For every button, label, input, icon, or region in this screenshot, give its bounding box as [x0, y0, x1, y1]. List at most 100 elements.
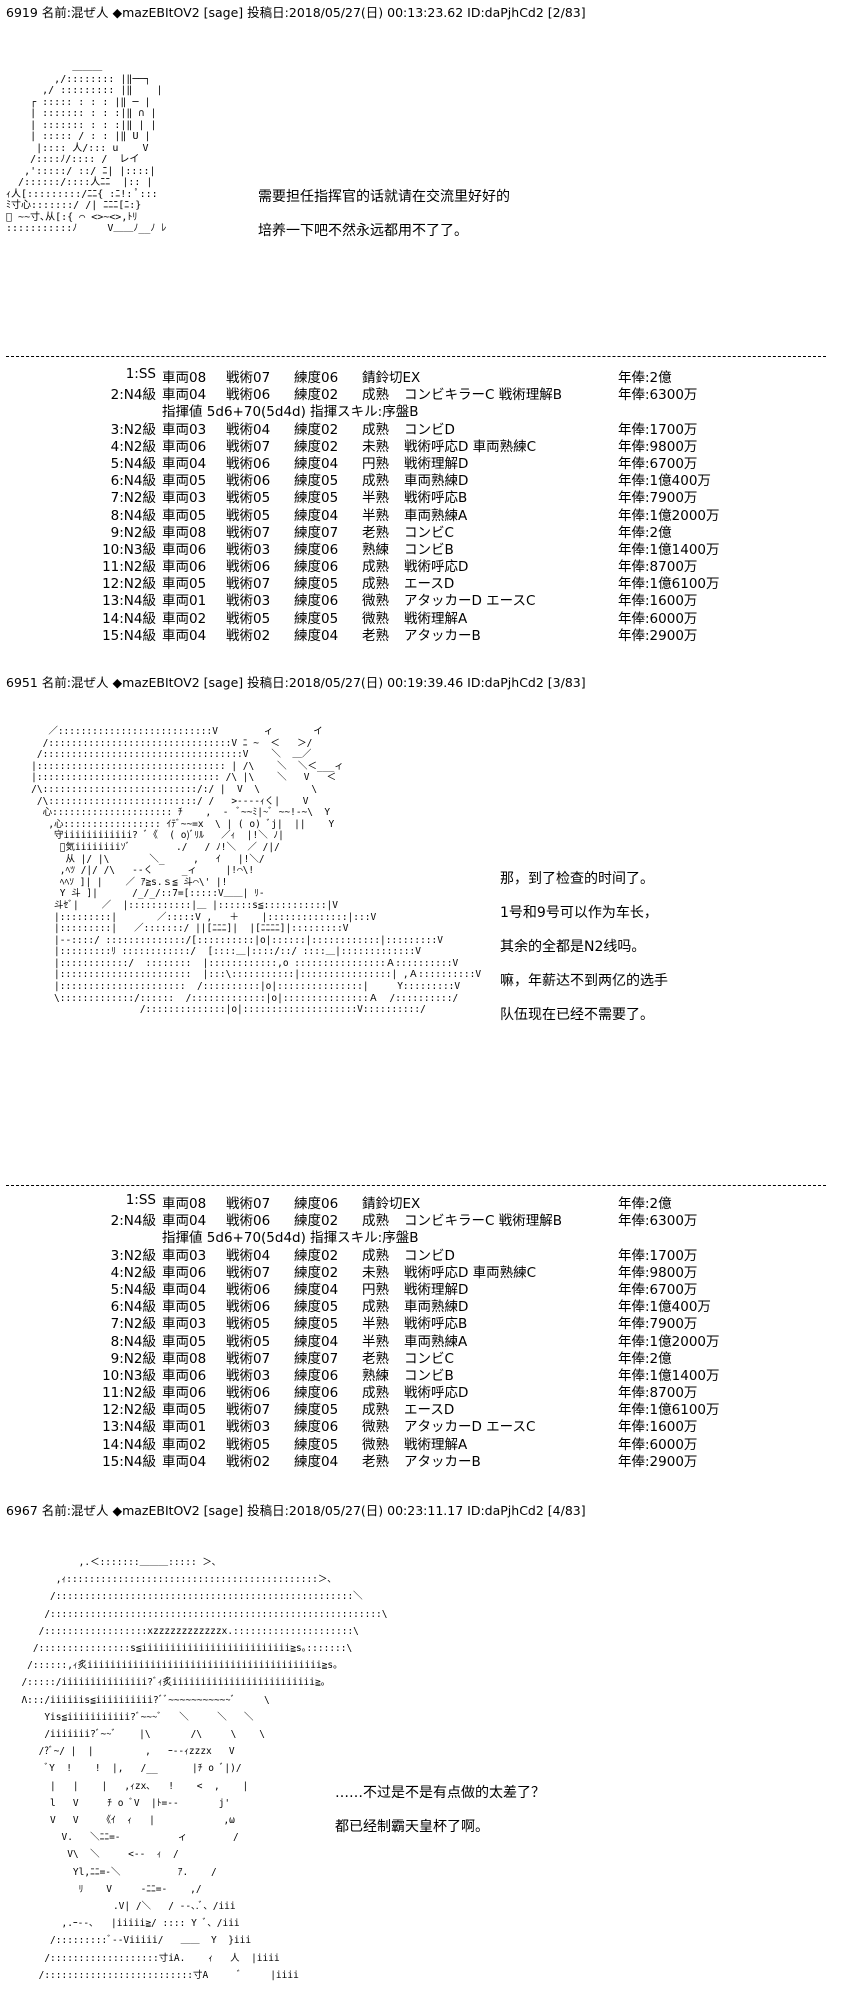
- cell-rank: 7:N2級: [110, 490, 156, 507]
- commander-stats: 指揮値 5d6+70(5d4d) 指揮スキル:序盤B: [162, 1230, 419, 1247]
- cell-rank: 10:N3級: [102, 541, 156, 558]
- cell-rank: 4:N2級: [110, 1264, 156, 1281]
- cell-rank: 12:N2級: [102, 1402, 156, 1419]
- cell-trn: 練度05: [294, 1436, 339, 1453]
- cell-lvl: 熟練: [362, 1367, 389, 1384]
- cell-lvl: 円熟: [362, 455, 389, 472]
- cell-tac: 戦術06: [226, 559, 271, 576]
- cell-skill: 車両熟練D: [404, 473, 469, 490]
- cell-sal: 年俸:2億: [618, 1196, 672, 1212]
- cell-tac: 戦術04: [226, 421, 271, 438]
- dialogue: 那，到了检查的时间了。1号和9号可以作为车长，其余的全都是N2线吗。嘛，年薪达不…: [500, 868, 668, 1038]
- cell-skill: 戦術理解A: [404, 610, 468, 627]
- cell-lvl: 未熟: [362, 438, 389, 455]
- cell-car: 車両08: [162, 1350, 207, 1367]
- cell-trn: 練度06: [294, 541, 339, 558]
- cell-rank: 9:N2級: [110, 1350, 156, 1367]
- cell-tac: 戦術05: [226, 507, 271, 524]
- cell-tac: 戦術04: [226, 1247, 271, 1264]
- table-row: 指揮値 5d6+70(5d4d) 指揮スキル:序盤B: [0, 400, 850, 421]
- cell-trn: 練度02: [294, 1247, 339, 1264]
- dialogue-line: 嘛，年薪达不到两亿的选手: [500, 973, 668, 989]
- cell-car: 車両08: [162, 370, 207, 386]
- cell-sal: 年俸:1億6100万: [618, 1402, 720, 1419]
- cell-car: 車両08: [162, 1196, 207, 1212]
- cell-rank: 6:N4級: [110, 1299, 156, 1316]
- cell-rank: 11:N2級: [102, 559, 156, 576]
- cell-sal: 年俸:1600万: [618, 593, 698, 610]
- cell-car: 車両04: [162, 455, 207, 472]
- cell-rank: 3:N2級: [110, 421, 156, 438]
- dialogue: ……不过是不是有点做的太差了？ 都已经制霸天皇杯了啊。: [335, 1782, 545, 1850]
- cell-skill: 戦術呼応D: [404, 1385, 469, 1402]
- cell-trn: 練度07: [294, 1350, 339, 1367]
- cell-sal: 年俸:7900万: [618, 1316, 698, 1333]
- cell-sal: 年俸:2億: [618, 370, 672, 386]
- cell-rank: 15:N4級: [102, 1453, 156, 1470]
- cell-sal: 年俸:6700万: [618, 1281, 698, 1298]
- cell-lvl: 微熟: [362, 1419, 389, 1436]
- cell-sal: 年俸:2900万: [618, 1453, 698, 1470]
- cell-trn: 練度02: [294, 1264, 339, 1281]
- cell-sal: 年俸:1700万: [618, 1247, 698, 1264]
- ascii-art: ,.＜:::::::＿＿＿::::: ＞､ ,ｨ::::::::::::::::…: [21, 1557, 388, 1981]
- cell-rank: 2:N4級: [110, 1213, 156, 1230]
- cell-skill: 戦術理解D: [404, 455, 469, 472]
- cell-sal: 年俸:2億: [618, 1350, 672, 1367]
- post-header: 6967 名前:混ぜ人 ◆mazEBItOV2 [sage] 投稿日:2018/…: [6, 1503, 586, 1518]
- cell-rank: 4:N2級: [110, 438, 156, 455]
- cell-tac: 戦術07: [226, 524, 271, 541]
- cell-tac: 戦術06: [226, 473, 271, 490]
- post-header: 6951 名前:混ぜ人 ◆mazEBItOV2 [sage] 投稿日:2018/…: [6, 675, 586, 690]
- cell-skill: 戦術理解D: [404, 1281, 469, 1298]
- cell-trn: 練度02: [294, 438, 339, 455]
- cell-skill: 戦術呼応B: [404, 490, 468, 507]
- cell-lvl: 老熟: [362, 524, 389, 541]
- commander-stats: 指揮値 5d6+70(5d4d) 指揮スキル:序盤B: [162, 404, 419, 421]
- cell-skill: コンビC: [404, 524, 454, 541]
- dialogue-line: ……不过是不是有点做的太差了？: [335, 1785, 545, 1801]
- cell-rank: 1:SS: [125, 366, 156, 382]
- cell-skill: コンビキラーC 戦術理解B: [404, 1213, 562, 1230]
- cell-tac: 戦術05: [226, 1316, 271, 1333]
- cell-tac: 戦術06: [226, 455, 271, 472]
- cell-tac: 戦術07: [226, 1264, 271, 1281]
- cell-tac: 戦術07: [226, 1350, 271, 1367]
- cell-tac: 戦術07: [226, 576, 271, 593]
- cell-skill: 車両熟練A: [404, 1333, 468, 1350]
- cell-rank: 13:N4級: [102, 593, 156, 610]
- cell-rank: 2:N4級: [110, 387, 156, 404]
- cell-tac: 戦術07: [226, 1196, 271, 1212]
- cell-skill: 車両熟練D: [404, 1299, 469, 1316]
- cell-sal: 年俸:8700万: [618, 1385, 698, 1402]
- cell-car: 車両04: [162, 387, 207, 404]
- cell-lvl: 錆鈴切EX: [362, 1196, 421, 1212]
- cell-rank: 3:N2級: [110, 1247, 156, 1264]
- cell-trn: 練度06: [294, 593, 339, 610]
- cell-car: 車両03: [162, 1247, 207, 1264]
- dashed-divider: [6, 356, 826, 357]
- cell-car: 車両05: [162, 473, 207, 490]
- cell-trn: 練度04: [294, 1453, 339, 1470]
- dialogue-line: 都已经制霸天皇杯了啊。: [335, 1819, 489, 1835]
- cell-trn: 練度02: [294, 387, 339, 404]
- cell-sal: 年俸:2900万: [618, 627, 698, 644]
- cell-trn: 練度04: [294, 1281, 339, 1298]
- cell-tac: 戦術05: [226, 610, 271, 627]
- cell-trn: 練度05: [294, 610, 339, 627]
